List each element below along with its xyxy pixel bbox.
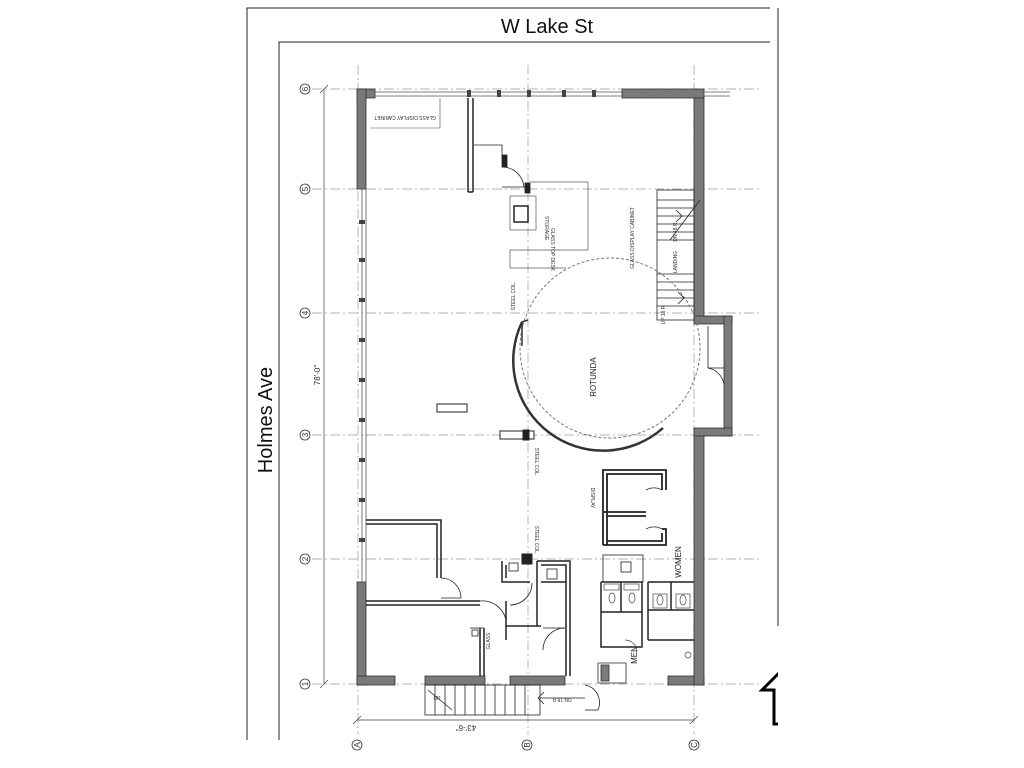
grid-bubble-row-2: 2 xyxy=(299,553,311,565)
display-label: DISPLAY xyxy=(589,488,595,509)
svg-text:2: 2 xyxy=(301,556,310,561)
reception-desk xyxy=(509,181,589,269)
exterior-walls xyxy=(356,88,733,686)
grid-bubble-col-a: A xyxy=(351,739,363,751)
horizontal-dimension-label: 43'-6" xyxy=(456,723,477,732)
men-label: MEN xyxy=(630,646,639,664)
service-core-doors xyxy=(509,582,566,651)
svg-text:1: 1 xyxy=(301,681,310,686)
grid-bubble-row-5: 5 xyxy=(299,183,311,195)
north-mullions xyxy=(467,90,596,97)
sw-offices xyxy=(366,519,507,676)
nw-partition xyxy=(467,98,474,193)
column-grid-bubbles: A B C xyxy=(351,739,700,751)
women-label: WOMEN xyxy=(674,546,683,578)
svg-text:B: B xyxy=(523,742,532,747)
svg-text:A: A xyxy=(353,742,362,748)
svg-text:C: C xyxy=(690,742,699,748)
restroom-fixtures xyxy=(603,583,692,659)
ne-stair xyxy=(656,189,701,321)
page-mask xyxy=(778,626,1024,768)
up-18r-label: UP 18 R xyxy=(661,305,667,324)
vertical-dimension-line xyxy=(319,84,329,689)
grid-bubble-col-c: C xyxy=(688,739,700,751)
row-grid-bubbles: 6 5 4 3 2 1 xyxy=(299,83,311,690)
grid-bubble-col-b: B xyxy=(521,739,533,751)
grid-bubble-row-4: 4 xyxy=(299,307,311,319)
glass-top-desk-label: GLASS TOP DESK xyxy=(549,228,555,272)
steel-col-label-3: STEEL COL. xyxy=(533,526,539,555)
east-alcove-door xyxy=(707,326,725,385)
grid-bubble-row-1: 1 xyxy=(299,678,311,690)
svg-text:6: 6 xyxy=(301,86,310,91)
dn-18r-top-label: DN 18 R xyxy=(673,222,679,242)
west-mullions xyxy=(359,220,365,542)
grid-bubble-row-3: 3 xyxy=(299,429,311,441)
glass-display-cabinet-nw-label: GLASS DISPLAY CABINET xyxy=(374,114,436,120)
west-storefront xyxy=(361,189,367,582)
landing-label: LANDING xyxy=(673,251,679,273)
horizontal-dimension-line xyxy=(352,715,699,725)
steel-col-label-1: STEEL COL. xyxy=(511,282,517,311)
street-label-north: W Lake St xyxy=(501,16,594,38)
steel-col-label-2: STEEL COL. xyxy=(533,448,539,477)
grid-bubble-row-6: 6 xyxy=(299,83,311,95)
svg-text:5: 5 xyxy=(301,186,310,191)
north-east-extension xyxy=(704,91,730,97)
steel-columns xyxy=(436,403,535,565)
storage-label: STORAGE xyxy=(543,216,549,241)
sw-office-doors xyxy=(440,577,507,637)
dn-18r-label: DN 18 R xyxy=(552,696,572,702)
glass-display-cabinet-ne-label: GLASS DISPLAY CABINET xyxy=(630,207,636,269)
rotunda-label: ROTUNDA xyxy=(589,357,598,397)
restrooms xyxy=(600,554,694,648)
nw-cabinet xyxy=(370,98,441,129)
svg-text:3: 3 xyxy=(301,432,310,437)
vertical-dimension-label: 78'-0" xyxy=(313,365,322,386)
glass-label: GLASS xyxy=(486,632,492,649)
svg-text:4: 4 xyxy=(301,310,310,315)
up-label: UP xyxy=(434,696,442,702)
service-core xyxy=(501,560,571,676)
rotunda xyxy=(512,257,701,452)
street-label-west: Holmes Ave xyxy=(255,367,277,473)
display-rooms xyxy=(602,469,667,546)
nw-office-door xyxy=(474,144,531,194)
south-entry-stair xyxy=(424,684,600,716)
